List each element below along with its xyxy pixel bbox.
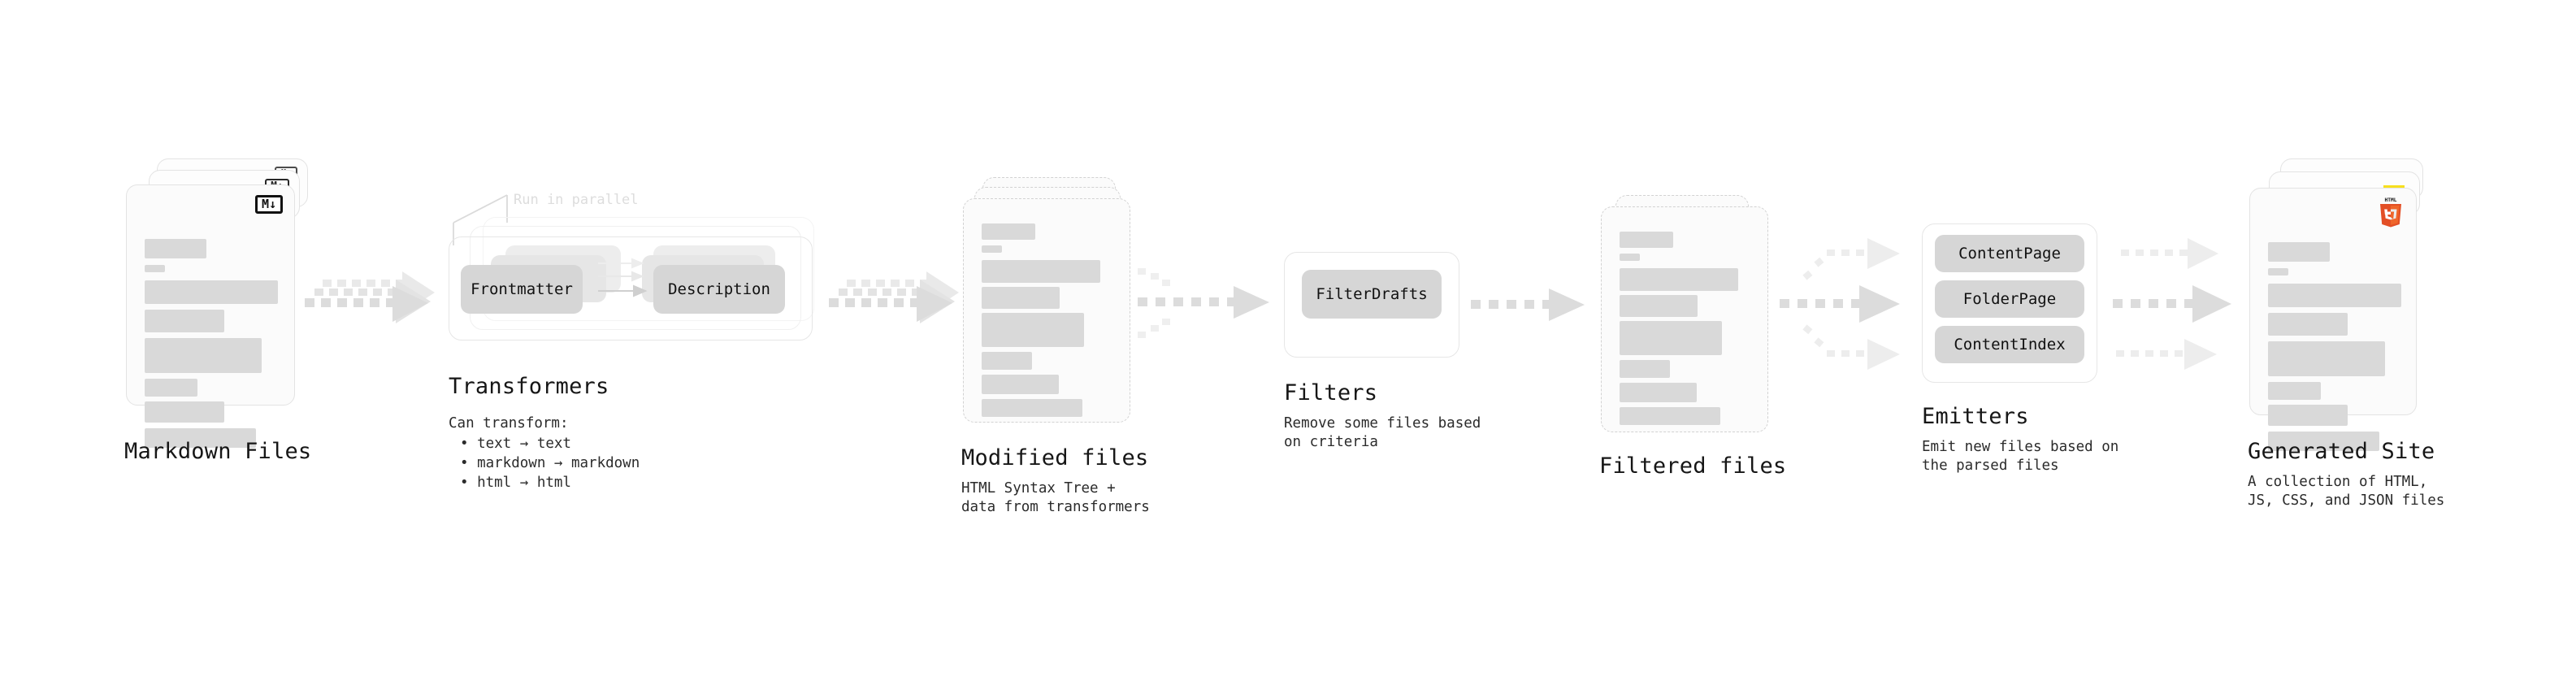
connector-modified-to-filters xyxy=(1138,268,1269,338)
stage-markdown-files: M↓ M↓ M↓ Markdown Files xyxy=(124,158,313,464)
svg-text:HTML: HTML xyxy=(2385,197,2397,203)
transformers-bullet-3: • html → html xyxy=(460,475,571,491)
emitter-chip-contentpage[interactable]: ContentPage xyxy=(1935,235,2084,272)
stage-modified-files: Modified files HTML Syntax Tree + data f… xyxy=(961,177,1150,515)
modified-file-stack xyxy=(963,177,1150,445)
transformers-description: Can transform: xyxy=(449,415,569,432)
modified-card-front xyxy=(963,198,1130,423)
filters-description: Remove some files based on criteria xyxy=(1284,415,1481,450)
modified-files-description: HTML Syntax Tree + data from transformer… xyxy=(961,480,1150,515)
site-card-content xyxy=(2250,189,2416,451)
chip-label: ContentPage xyxy=(1958,245,2061,262)
markdown-badge-icon: M↓ xyxy=(255,195,283,214)
filter-chip-filterdrafts[interactable]: FilterDrafts xyxy=(1302,270,1442,319)
emitters-description: Emit new files based on the parsed files xyxy=(1922,439,2119,474)
emitters-group xyxy=(1922,223,2097,383)
markdown-card-content xyxy=(127,185,294,448)
filters-group xyxy=(1284,252,1459,358)
connector-filtered-to-emitters xyxy=(1780,238,1900,370)
transformers-bullet-1: • text → text xyxy=(460,436,571,452)
modified-card-content xyxy=(964,199,1130,422)
stage-title-modified-files: Modified files xyxy=(961,445,1149,471)
generated-site-description: A collection of HTML, JS, CSS, and JSON … xyxy=(2248,474,2445,509)
stage-generated-site: CSS HTML xyxy=(2248,158,2444,509)
stage-title-emitters: Emitters xyxy=(1922,404,2029,429)
chip-label: FilterDrafts xyxy=(1316,285,1428,303)
stage-title-generated-site: Generated Site xyxy=(2248,439,2435,464)
transformers-bullet-2: • markdown → markdown xyxy=(460,455,640,471)
markdown-file-stack: M↓ M↓ M↓ xyxy=(126,158,313,448)
markdown-card-front: M↓ xyxy=(126,184,295,448)
connector-transformers-to-modified xyxy=(829,271,959,323)
chip-label: Frontmatter xyxy=(471,280,573,298)
filtered-file-stack xyxy=(1601,195,1780,447)
transformer-chip-frontmatter[interactable]: Frontmatter xyxy=(461,265,583,314)
connector-filters-to-filtered xyxy=(1471,288,1585,321)
stage-filtered-files: Filtered files xyxy=(1599,195,1786,479)
stage-title-filtered-files: Filtered files xyxy=(1599,453,1787,479)
transformer-chip-description[interactable]: Description xyxy=(653,265,785,314)
stage-title-markdown-files: Markdown Files xyxy=(124,439,312,464)
stage-title-transformers: Transformers xyxy=(449,374,609,399)
transformer-group xyxy=(449,236,813,340)
stage-title-filters: Filters xyxy=(1284,380,1378,406)
generated-site-file-stack: CSS HTML xyxy=(2249,158,2436,451)
site-card-front: HTML xyxy=(2249,188,2417,451)
emitter-chip-contentindex[interactable]: ContentIndex xyxy=(1935,326,2084,363)
emitter-chip-folderpage[interactable]: FolderPage xyxy=(1935,280,2084,318)
filtered-card-content xyxy=(1602,207,1767,432)
connector-markdown-to-transformers xyxy=(305,271,435,323)
chip-label: Description xyxy=(668,280,770,298)
run-in-parallel-label: Run in parallel xyxy=(514,192,639,208)
filtered-card-front xyxy=(1601,206,1768,432)
chip-label: FolderPage xyxy=(1962,290,2057,308)
chip-label: ContentIndex xyxy=(1954,336,2066,354)
transformer-inner-arrows-icon xyxy=(598,258,648,297)
connector-emitters-to-site xyxy=(2113,238,2231,370)
html5-badge-icon: HTML xyxy=(2380,197,2401,228)
